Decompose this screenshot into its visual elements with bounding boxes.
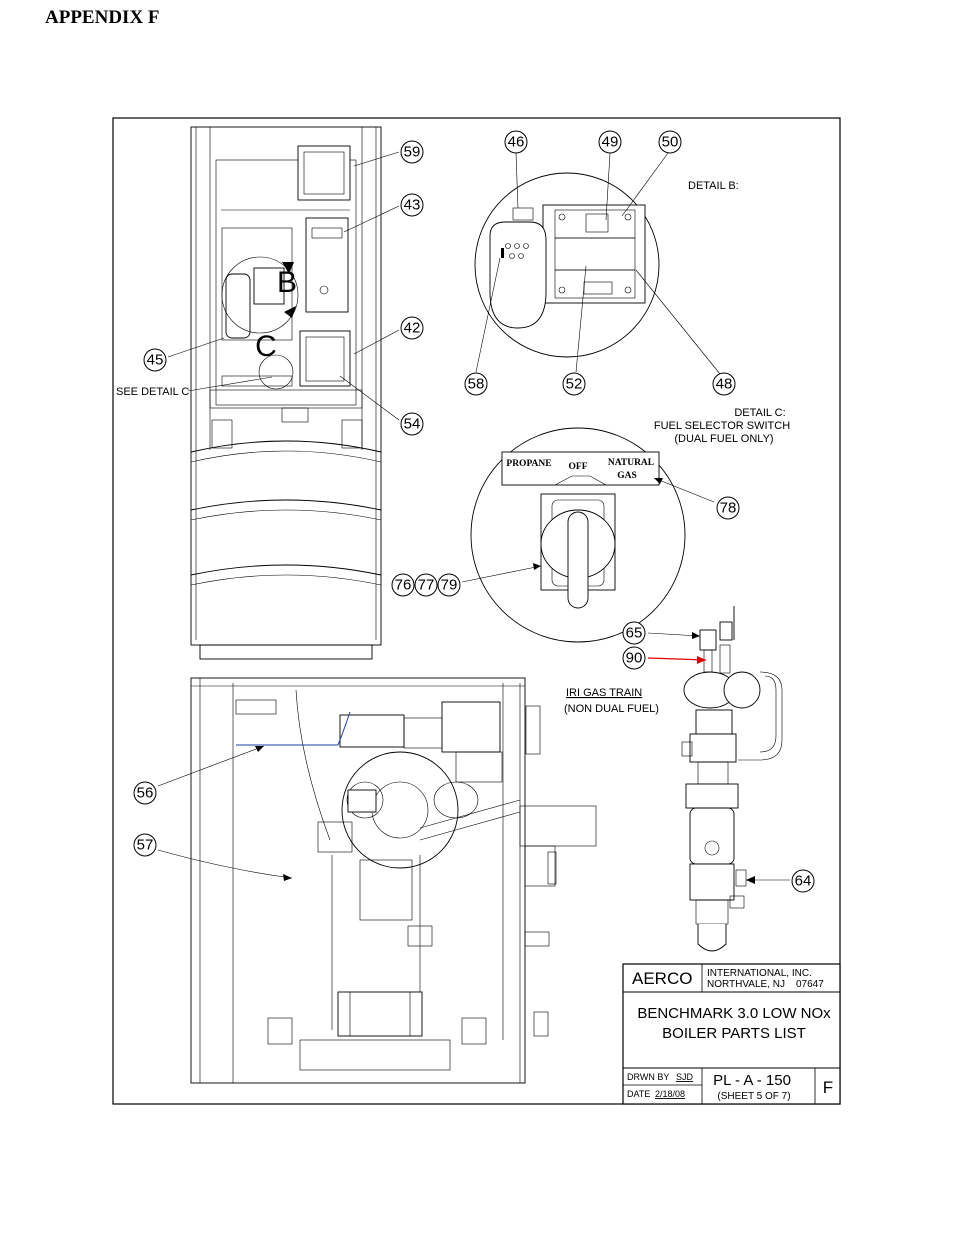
svg-text:42: 42 [404, 320, 421, 337]
non-dual-fuel-label: (NON DUAL FUEL) [564, 703, 659, 715]
title-block-company-line1: INTERNATIONAL, INC. [707, 968, 812, 979]
svg-text:54: 54 [404, 416, 421, 433]
title-block-revision: F [823, 1078, 833, 1097]
svg-text:78: 78 [720, 500, 737, 517]
fuel-selector-switch-label: FUEL SELECTOR SWITCH [654, 420, 790, 432]
switch-label-natural: NATURAL [608, 458, 654, 468]
svg-text:56: 56 [137, 785, 154, 802]
detail-c-marker: C [255, 330, 277, 363]
callout-42: 42 [400, 316, 424, 340]
svg-text:59: 59 [404, 144, 421, 161]
svg-text:77: 77 [418, 577, 435, 594]
title-block [622, 963, 841, 1105]
svg-text:76: 76 [395, 577, 412, 594]
svg-text:90: 90 [626, 650, 643, 667]
svg-text:57: 57 [137, 837, 154, 854]
svg-text:46: 46 [508, 134, 525, 151]
title-block-company-line2: NORTHVALE, NJ [707, 979, 785, 990]
callout-49: 49 [598, 130, 622, 154]
detail-c-drawing [470, 427, 686, 643]
switch-label-propane: PROPANE [506, 459, 551, 469]
title-block-company: AERCO [632, 969, 692, 988]
title-block-date: 2/18/08 [655, 1089, 685, 1099]
callout-56: 56 [133, 781, 157, 805]
title-block-date-label: DATE [627, 1089, 650, 1099]
svg-text:49: 49 [602, 134, 619, 151]
callout-64: 64 [791, 869, 815, 893]
title-block-sheet: (SHEET 5 OF 7) [717, 1091, 790, 1102]
callout-90: 90 [622, 646, 646, 670]
title-block-title-line2: BOILER PARTS LIST [662, 1025, 806, 1042]
svg-text:52: 52 [566, 376, 583, 393]
gas-train-drawing [681, 606, 783, 952]
callout-65: 65 [622, 621, 646, 645]
callout-57: 57 [133, 833, 157, 857]
see-detail-c-label: SEE DETAIL C [116, 386, 189, 398]
callout-79: 79 [437, 573, 461, 597]
svg-text:45: 45 [147, 352, 164, 369]
detail-c-label: DETAIL C: [734, 407, 785, 419]
callout-45: 45 [143, 348, 167, 372]
callout-78: 78 [716, 496, 740, 520]
callout-76: 76 [391, 573, 415, 597]
svg-text:79: 79 [441, 577, 458, 594]
detail-b-drawing [474, 172, 660, 358]
callout-58: 58 [464, 372, 488, 396]
drawing-border [112, 117, 841, 1105]
page-heading: APPENDIX F [45, 7, 160, 28]
iri-gas-train-label: IRI GAS TRAIN [566, 687, 642, 699]
side-view-drawing [190, 677, 597, 1084]
callout-54: 54 [400, 412, 424, 436]
title-block-drawn-by-label: DRWN BY [627, 1072, 669, 1082]
front-view-drawing [190, 126, 382, 660]
callout-59: 59 [400, 140, 424, 164]
dual-fuel-only-label: (DUAL FUEL ONLY) [674, 433, 773, 445]
callout-77: 77 [414, 573, 438, 597]
svg-text:43: 43 [404, 197, 421, 214]
callout-46: 46 [504, 130, 528, 154]
svg-text:65: 65 [626, 625, 643, 642]
title-block-zip: 07647 [796, 979, 824, 990]
detail-b-marker: B [277, 266, 297, 299]
callout-50: 50 [658, 130, 682, 154]
title-block-drawn-by: SJD [676, 1072, 694, 1082]
detail-b-label: DETAIL B: [688, 180, 739, 192]
svg-text:58: 58 [468, 376, 485, 393]
svg-text:64: 64 [795, 873, 812, 890]
svg-text:48: 48 [716, 376, 733, 393]
callout-43: 43 [400, 193, 424, 217]
switch-label-off: OFF [569, 462, 588, 472]
svg-text:50: 50 [662, 134, 679, 151]
callout-52: 52 [562, 372, 586, 396]
title-block-drawing-number: PL - A - 150 [713, 1072, 791, 1089]
switch-label-gas: GAS [617, 471, 637, 481]
callout-48: 48 [712, 372, 736, 396]
title-block-title-line1: BENCHMARK 3.0 LOW NOx [637, 1005, 831, 1022]
